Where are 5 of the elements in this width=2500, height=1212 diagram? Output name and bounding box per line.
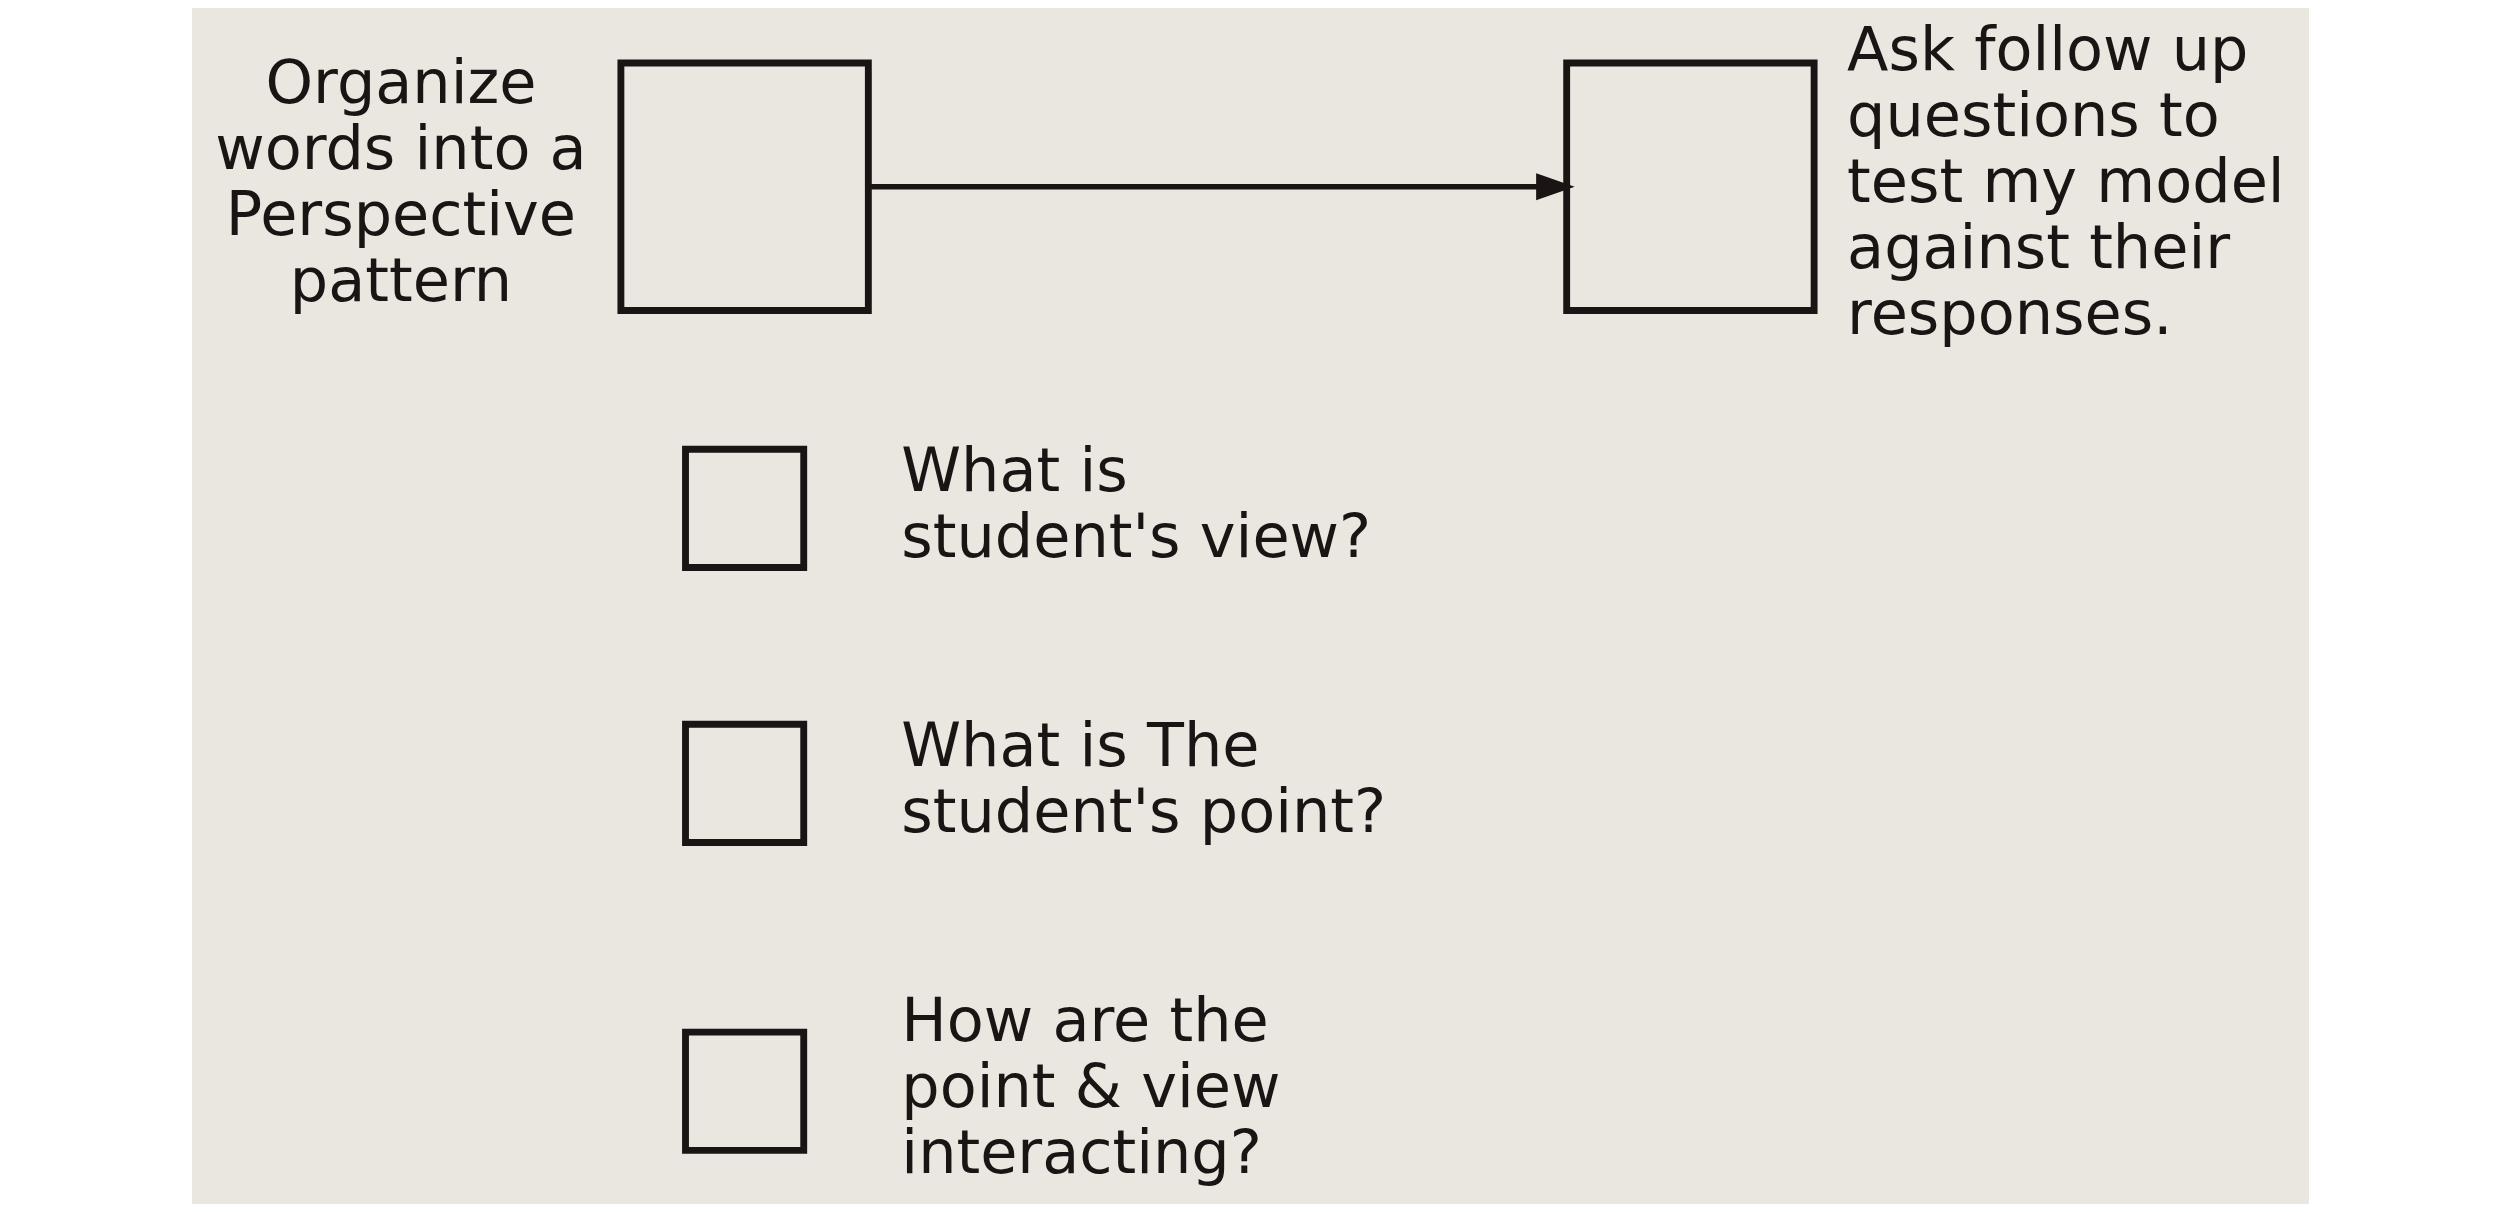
node-label: What is student's view? [900, 434, 1371, 571]
node-label: Organize words into a Perspective pattern [214, 47, 587, 316]
node-label: What is The student's point? [900, 709, 1386, 846]
node-label: How are the point & view interacting? [900, 984, 1280, 1187]
node-label: Ask follow up questions to test my model against their responses. [1846, 14, 2285, 349]
